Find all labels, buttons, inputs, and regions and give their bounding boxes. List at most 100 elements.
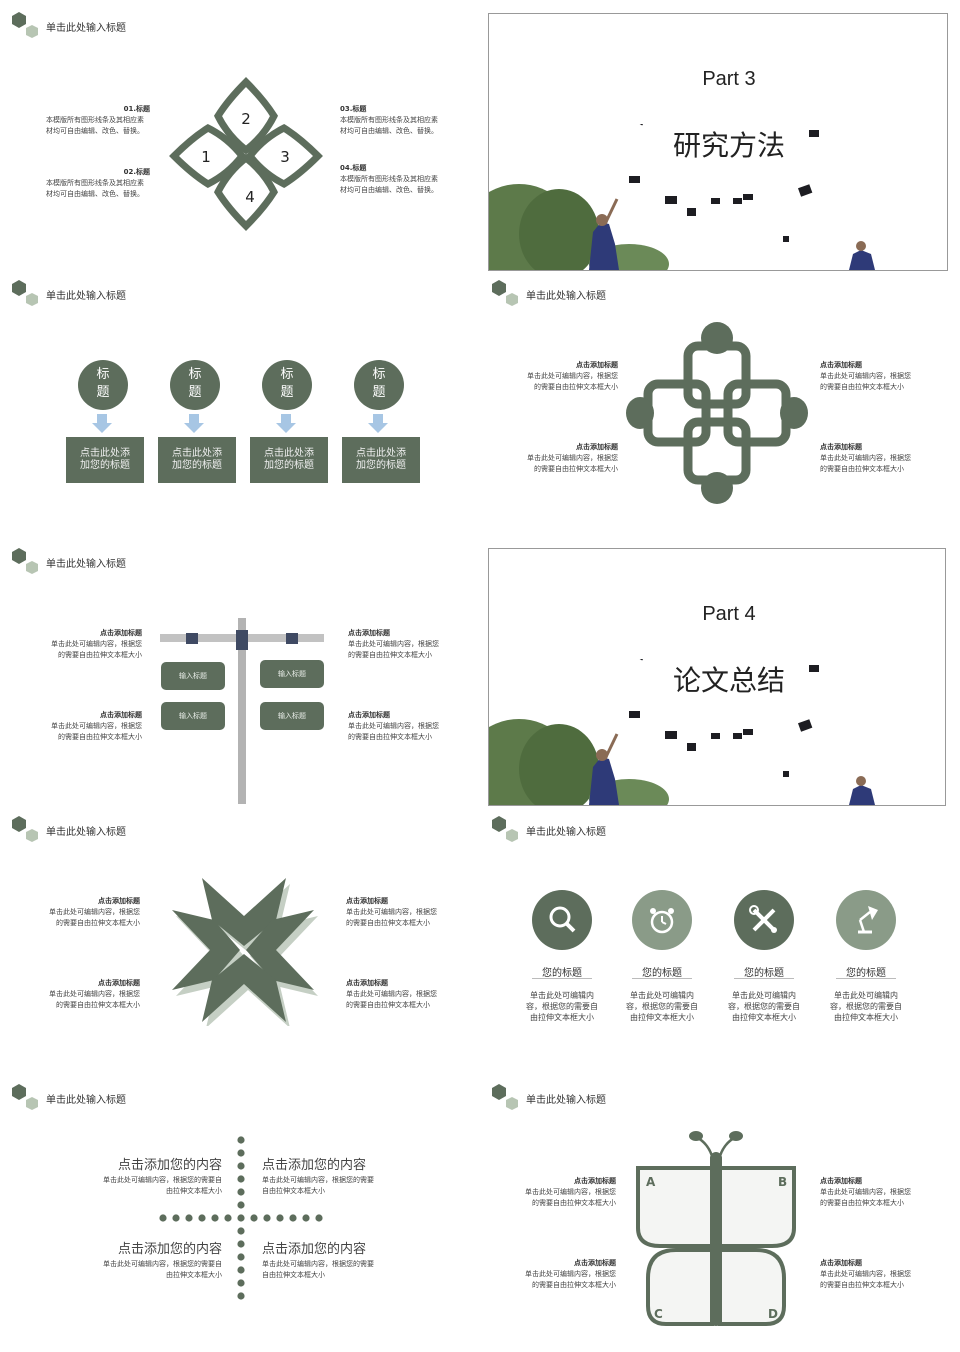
item-desc: 本模版所有图形线条及其相应素材均可自由编辑、改色、替换。 [46,179,144,198]
tools-icon [734,890,794,950]
section-title: 论文总结 [672,664,785,697]
item-title: 点击添加标题 [100,629,142,637]
content-desc: 单击此处可编辑内容，根据您的需要自由拉伸文本框大小 [103,1176,222,1195]
item-desc: 本模版所有图形线条及其相应素材均可自由编辑、改色、替换。 [340,175,438,194]
item-title: 点击添加标题 [98,897,140,905]
content-block-4: 点击添加您的内容 单击此处可编辑内容，根据您的需要自由拉伸文本框大小 [262,1238,378,1281]
header-title: 单击此处输入标题 [46,827,126,838]
slide-5: 单击此处输入标题 点击添加标题 单击此处可编辑内容，根据您的需要自由拉伸文本框大… [6,546,466,804]
part-label: Part 4 [702,603,756,625]
dotted-cross-diagram [159,1136,323,1300]
interlocking-knot-diagram [626,322,808,504]
circle-title-3: 标 题 [262,360,312,410]
petal-number-4: 4 [245,188,255,206]
title-box-2: 点击此处添 加您的标题 [158,437,236,483]
item-title: 点击添加标题 [98,979,140,987]
item-title: 点击添加标题 [346,979,388,987]
item-01: 01.标题 本模版所有图形线条及其相应素材均可自由编辑、改色、替换。 [46,104,150,137]
item-desc: 单击此处可编辑内容，根据您的需要自由拉伸文本框大小 [346,990,437,1009]
circle-title-1: 标 题 [78,360,128,410]
item-desc: 单击此处可编辑内容，根据您的需要自由拉伸文本框大小 [51,722,142,741]
item-title: 02.标题 [123,168,150,176]
feature-title: 您的标题 [542,968,582,979]
down-arrow-icon [92,414,112,433]
wing-letter-b: B [778,1175,787,1189]
content-block-1: 点击添加您的内容 单击此处可编辑内容，根据您的需要自由拉伸文本框大小 [102,1154,222,1197]
slide-header: 单击此处输入标题 [6,1082,306,1112]
text-item-3: 点击添加标题 单击此处可编辑内容，根据您的需要自由拉伸文本框大小 [348,628,444,661]
content-block-2: 点击添加您的内容 单击此处可编辑内容，根据您的需要自由拉伸文本框大小 [262,1154,378,1197]
item-title: 点击添加标题 [100,711,142,719]
item-desc: 单击此处可编辑内容，根据您的需要自由拉伸文本框大小 [346,908,437,927]
content-title: 点击添加您的内容 [262,1158,367,1173]
slide-3: 单击此处输入标题 标 题 标 题 标 题 标 题 点击此处添 加您的标题 点击此… [6,278,466,536]
title-box-1: 点击此处添 加您的标题 [66,437,144,483]
content-block-3: 点击添加您的内容 单击此处可编辑内容，根据您的需要自由拉伸文本框大小 [102,1238,222,1281]
header-title: 单击此处输入标题 [46,559,126,570]
item-title: 点击添加标题 [576,443,618,451]
item-desc: 单击此处可编辑内容，根据您的需要自由拉伸文本框大小 [348,640,439,659]
item-desc: 单击此处可编辑内容，根据您的需要自由拉伸文本框大小 [527,454,618,473]
text-item-2: 点击添加标题 单击此处可编辑内容，根据您的需要自由拉伸文本框大小 [44,978,140,1011]
sign-label-2: 输入标题 [161,702,225,730]
divider [836,978,896,979]
header-title: 单击此处输入标题 [46,1095,126,1106]
content-desc: 单击此处可编辑内容，根据您的需要自由拉伸文本框大小 [103,1260,222,1279]
slide-2-section: Part 3 研究方法 [488,13,948,271]
title-box-3: 点击此处添 加您的标题 [250,437,328,483]
item-title: 点击添加标题 [574,1177,616,1185]
divider [632,978,692,979]
item-desc: 单击此处可编辑内容，根据您的需要自由拉伸文本框大小 [49,990,140,1009]
feature-title: 您的标题 [846,968,886,979]
text-item-3: 点击添加标题 单击此处可编辑内容，根据您的需要自由拉伸文本框大小 [346,896,442,929]
title-box-4: 点击此处添 加您的标题 [342,437,420,483]
feature-desc: 单击此处可编辑内容，根据您的需要自由拉伸文本框大小 [526,991,598,1022]
divider [734,978,794,979]
sign-label-3: 输入标题 [260,660,324,688]
signpost-clamp [236,630,248,650]
text-item-2: 点击添加标题 单击此处可编辑内容，根据您的需要自由拉伸文本框大小 [520,1258,616,1291]
slide-header: 单击此处输入标题 [486,1082,786,1112]
item-desc: 单击此处可编辑内容，根据您的需要自由拉伸文本框大小 [820,1188,911,1207]
slide-header: 单击此处输入标题 [6,814,306,844]
item-desc: 单击此处可编辑内容，根据您的需要自由拉伸文本框大小 [820,1270,911,1289]
item-title: 04.标题 [340,164,367,172]
text-item-3: 点击添加标题 单击此处可编辑内容，根据您的需要自由拉伸文本框大小 [820,1176,916,1209]
text-item-1: 点击添加标题 单击此处可编辑内容，根据您的需要自由拉伸文本框大小 [522,360,618,393]
item-02: 02.标题 本模版所有图形线条及其相应素材均可自由编辑、改色、替换。 [46,167,150,200]
sign-label-1: 输入标题 [161,662,225,690]
section-title: 研究方法 [672,129,785,162]
slide-header: 单击此处输入标题 [6,546,306,576]
sign-label-4: 输入标题 [260,702,324,730]
item-desc: 单击此处可编辑内容，根据您的需要自由拉伸文本框大小 [820,372,911,391]
text-item-4: 点击添加标题 单击此处可编辑内容，根据您的需要自由拉伸文本框大小 [820,442,916,475]
desk-lamp-icon [836,890,896,950]
down-arrow-icon [276,414,296,433]
header-title: 单击此处输入标题 [46,23,126,34]
header-title: 单击此处输入标题 [526,291,606,302]
circle-title-4: 标 题 [354,360,404,410]
slide-4: 单击此处输入标题 点击添加标题 单击此处可编辑内容，根据您的需要自由拉伸文本框大… [486,278,946,536]
hexagon-logo-icon [492,280,518,306]
slide-header: 单击此处输入标题 [6,278,306,308]
signpost-pole [238,618,246,804]
graduation-photo [489,124,875,270]
text-item-1: 点击添加标题 单击此处可编辑内容，根据您的需要自由拉伸文本框大小 [44,896,140,929]
graduation-photo [489,659,875,805]
divider [532,978,592,979]
down-arrow-icon [184,414,204,433]
hexagon-logo-icon [12,816,38,842]
header-title: 单击此处输入标题 [526,827,606,838]
text-item-4: 点击添加标题 单击此处可编辑内容，根据您的需要自由拉伸文本框大小 [346,978,442,1011]
search-icon [532,890,592,950]
content-desc: 单击此处可编辑内容，根据您的需要自由拉伸文本框大小 [262,1260,374,1279]
butterfly-diagram: A B C D [636,1131,796,1326]
text-item-2: 点击添加标题 单击此处可编辑内容，根据您的需要自由拉伸文本框大小 [46,710,142,743]
signpost-clamp [186,633,198,644]
text-item-4: 点击添加标题 单击此处可编辑内容，根据您的需要自由拉伸文本框大小 [820,1258,916,1291]
hexagon-logo-icon [492,1084,518,1110]
slide-1: 单击此处输入标题 01.标题 本模版所有图形线条及其相应素材均可自由编辑、改色、… [6,10,466,268]
item-desc: 单击此处可编辑内容，根据您的需要自由拉伸文本框大小 [51,640,142,659]
header-title: 单击此处输入标题 [526,1095,606,1106]
feature-desc: 单击此处可编辑内容，根据您的需要自由拉伸文本框大小 [830,991,902,1022]
